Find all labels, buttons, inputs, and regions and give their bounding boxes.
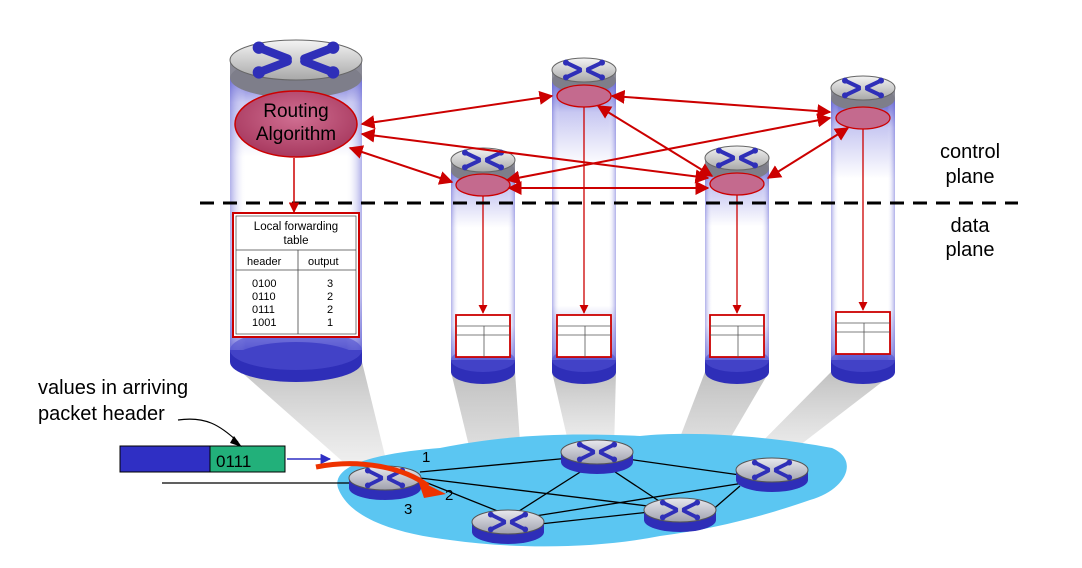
- routing-algorithm-label-line2: Algorithm: [256, 124, 336, 145]
- network-router-b: [560, 439, 634, 474]
- data-plane-label-line1: data: [951, 215, 991, 237]
- router-x-icon: [842, 77, 884, 99]
- packet-header-field: [209, 445, 286, 473]
- network-router-e: [471, 509, 545, 544]
- local-forwarding-table: Local forwarding table header output 010…: [232, 212, 360, 338]
- table-rows: 0100 3 0110 2 0111 2 1001 1: [252, 278, 333, 329]
- router-cylinder-5: [830, 75, 896, 384]
- arriving-header-pointer: [177, 418, 239, 443]
- router-x-icon: [751, 459, 793, 481]
- forwarding-table-icon: [455, 314, 511, 358]
- forwarding-table-icon: [709, 314, 765, 358]
- control-plane-label-line2: plane: [946, 166, 995, 188]
- packet-body: [119, 445, 211, 473]
- control-agent-ellipse: [835, 106, 891, 130]
- network-router-a: [348, 465, 422, 500]
- table-row-output: 3: [327, 278, 333, 290]
- packet-header-value: 0111: [216, 452, 251, 471]
- arriving-header-label-line2: packet header: [38, 403, 165, 425]
- router-x-icon: [252, 41, 340, 79]
- control-agent-ellipse: [556, 84, 612, 108]
- network-router-d: [643, 497, 717, 532]
- router-cylinders: [229, 39, 896, 384]
- table-title-line1: Local forwarding: [254, 221, 338, 233]
- arriving-packet: 0111: [119, 445, 332, 473]
- routing-algorithm-label-line1: Routing: [263, 101, 329, 122]
- table-title-line2: table: [284, 235, 309, 247]
- table-row-output: 2: [327, 291, 333, 303]
- table-row-header: 0111: [252, 304, 275, 316]
- table-row-output: 1: [327, 317, 333, 329]
- port-label-2: 2: [445, 487, 453, 504]
- data-plane-label-line2: plane: [946, 239, 995, 261]
- router-cylinder-3: [551, 57, 617, 384]
- router-x-icon: [576, 441, 618, 463]
- network-cloud: [337, 433, 847, 547]
- table-row-header: 0100: [252, 278, 276, 290]
- table-row-output: 2: [327, 304, 333, 316]
- forwarding-table-icon: [835, 311, 891, 355]
- arriving-header-label-line1: values in arriving: [38, 377, 188, 399]
- router-x-icon: [487, 511, 529, 533]
- table-row-header: 0110: [252, 291, 276, 303]
- table-col-output: output: [308, 256, 339, 268]
- control-agent-ellipse: [455, 173, 511, 197]
- network-routers: [348, 439, 809, 544]
- network-router-c: [735, 457, 809, 492]
- table-col-header: header: [247, 256, 282, 268]
- router-cylinder-2: [450, 147, 516, 384]
- control-plane-label-line1: control: [940, 141, 1000, 163]
- port-label-3: 3: [404, 501, 412, 518]
- forwarding-arrowhead: [418, 480, 446, 498]
- port-label-1: 1: [422, 449, 430, 466]
- table-row-header: 1001: [252, 317, 276, 329]
- router-cylinder-4: [704, 145, 770, 384]
- forwarding-table-icon: [556, 314, 612, 358]
- router-x-icon: [563, 59, 605, 81]
- control-plane-messages: [348, 89, 850, 195]
- router-x-icon: [659, 499, 701, 521]
- routing-algorithm-ellipse: [234, 90, 358, 158]
- control-agent-ellipse: [709, 172, 765, 196]
- forwarding-path-arrow: [315, 461, 430, 489]
